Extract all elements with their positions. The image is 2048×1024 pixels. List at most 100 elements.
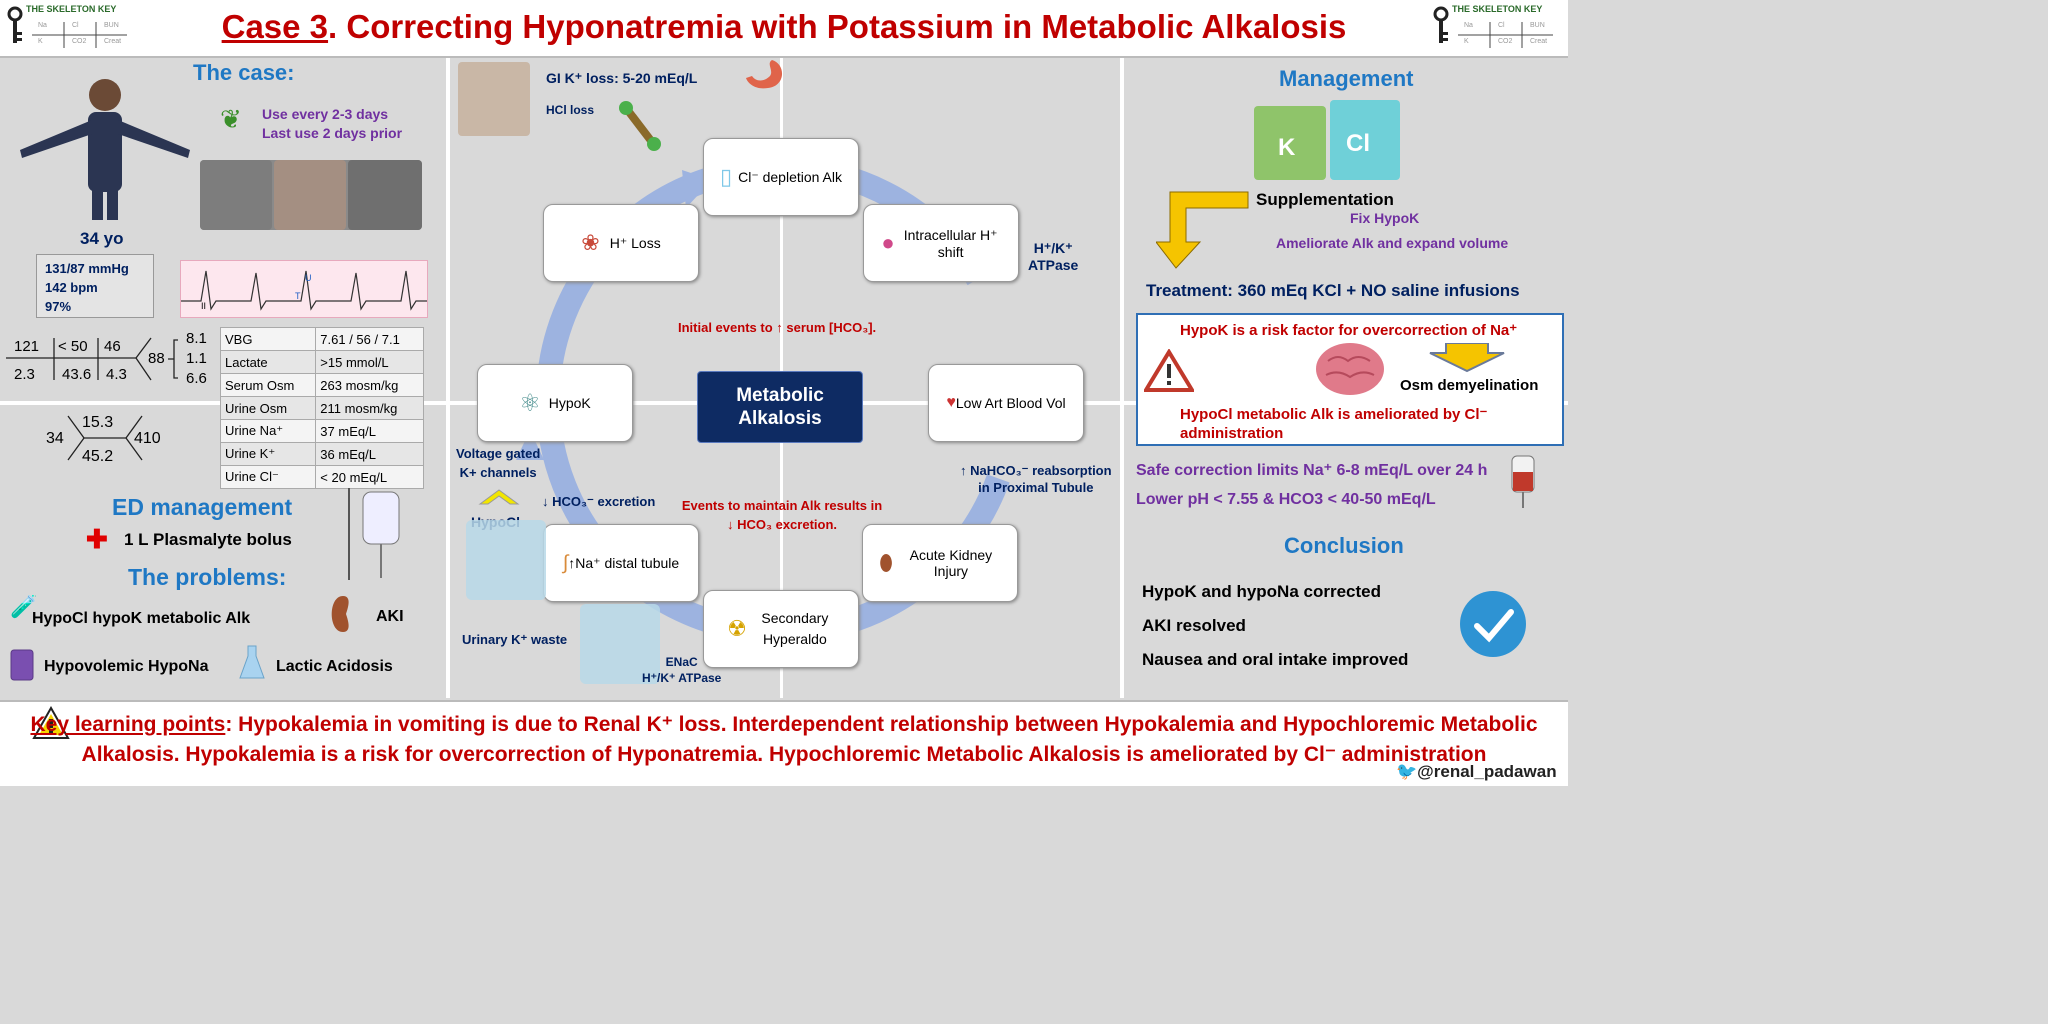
- problem-2: AKI: [376, 608, 404, 625]
- cycle-box-na-distal: ∫↑Na⁺ distal tubule: [543, 524, 699, 602]
- substance-use: Use every 2-3 days Last use 2 days prior: [262, 106, 403, 141]
- bmp-key-grid: [32, 22, 127, 48]
- ed-heading: ED management: [112, 494, 293, 520]
- warning-icon: [1142, 348, 1196, 393]
- maintain-events: Events to maintain Alk results in↓ HCO₃ …: [681, 498, 883, 532]
- twitter-bird-icon: 🐦: [1396, 762, 1418, 781]
- key-learning-points: Key learning points: Hypokalemia in vomi…: [0, 700, 1568, 786]
- problems-heading: The problems:: [128, 564, 287, 590]
- chlorine-cube: Cl: [1330, 100, 1400, 180]
- chevron-up-icon: [478, 486, 520, 506]
- title-bar: [0, 0, 1568, 58]
- supplementation: Supplementation: [1256, 190, 1394, 209]
- bmp-glucose: 88: [148, 350, 165, 367]
- table-row: Urine Cl⁻< 20 mEq/L: [219, 465, 424, 489]
- hco3-excretion: ↓ HCO₃⁻ excretion: [542, 494, 656, 509]
- key-icon: [1433, 6, 1449, 43]
- safe-correction: Safe correction limits Na⁺ 6-8 mEq/L ove…: [1136, 462, 1488, 479]
- conclusion-heading: Conclusion: [1284, 533, 1404, 558]
- cycle-box-low-art-blood-vol: ♥Low Art Blood Vol: [928, 364, 1084, 442]
- patient-photo: [20, 70, 190, 220]
- key-points-body: : Hypokalemia in vomiting is due to Rena…: [81, 713, 1538, 766]
- tubule-icon: ∫: [562, 551, 569, 574]
- risk-statement: HypoK is a risk factor for overcorrectio…: [1180, 322, 1518, 339]
- cbc-hgb: 15.3: [82, 414, 114, 431]
- vitals-box: 131/87 mmHg 142 bpm 97%: [36, 254, 154, 318]
- hcl-loss: HCl loss: [546, 103, 595, 117]
- molecule-icon: [612, 98, 668, 154]
- bmp-extra-1: 8.1: [186, 330, 207, 347]
- beaker-icon: [8, 648, 36, 682]
- case-heading: The case:: [193, 60, 295, 85]
- bmp-fishbone: 121 < 50 46 2.3 43.6 4.3 88 8.1 1.1 6.6: [6, 330, 216, 390]
- atom-icon: ⚛: [519, 389, 541, 417]
- cbc-wbc: 34: [46, 430, 64, 447]
- test-tube-icon: 🧪: [10, 594, 38, 619]
- key-points-label: Key learning points: [30, 713, 226, 736]
- cycle-box-cl-depletion: ▯Cl⁻ depletion Alk: [703, 138, 859, 216]
- blood-bag-icon: [1508, 452, 1538, 510]
- ameliorate-alk: Ameliorate Alk and expand volume: [1276, 235, 1509, 251]
- skeleton-key-logo-right: THE SKELETON KEY Na Cl BUN K CO2 Creat: [1430, 2, 1560, 52]
- flask-icon: [238, 644, 266, 680]
- osm-demyelination: Osm demyelination: [1400, 377, 1539, 394]
- skeleton-key-logo-left: THE SKELETON KEY Na Cl BUN K CO2 Creat: [4, 2, 134, 52]
- title-rest: . Correcting Hyponatremia with Potassium…: [328, 8, 1347, 45]
- bent-arrow-icon: [1154, 190, 1250, 270]
- patient-age: 34 yo: [80, 229, 124, 248]
- checkmark-icon: [1459, 590, 1527, 658]
- kidney-icon: [326, 594, 360, 634]
- bmp-extra-2: 1.1: [186, 350, 207, 367]
- brain-icon: [1314, 341, 1386, 401]
- intestine-icon: ❀: [581, 230, 600, 255]
- conclusion-1: HypoK and hypoNa corrected: [1142, 582, 1381, 601]
- cbc-fishbone: 15.3 34 410 45.2: [40, 408, 170, 472]
- cycle-box-hypok: ⚛HypoK: [477, 364, 633, 442]
- initial-events: Initial events to ↑ serum [HCO₃].: [678, 320, 877, 335]
- bmp-bun: 46: [104, 338, 121, 355]
- problem-4: Lactic Acidosis: [276, 658, 393, 675]
- potassium-cube: K: [1254, 106, 1326, 180]
- treatment: Treatment: 360 mEq KCl + NO saline infus…: [1146, 281, 1520, 300]
- warning-icon: [32, 705, 70, 740]
- cbc-plt: 410: [134, 430, 161, 447]
- bmp-co2: 43.6: [62, 366, 92, 383]
- cycle-box-h-loss: ❀H⁺ Loss: [543, 204, 699, 282]
- cup-icon: ▯: [719, 164, 733, 189]
- channel-illustration: [580, 604, 660, 684]
- radiation-icon: ☢: [727, 616, 747, 641]
- red-cross-icon: ✚: [86, 524, 108, 554]
- down-arrow-icon: [1428, 342, 1506, 373]
- vomiting-patient-photo: [458, 62, 530, 136]
- bmp-creat: 4.3: [106, 366, 127, 383]
- channel-illustration: [466, 520, 546, 600]
- heart-icon: ♥: [946, 394, 956, 411]
- table-row: Lactate>15 mmol/L: [219, 350, 424, 374]
- twitter-handle[interactable]: 🐦@renal_padawan: [1396, 762, 1557, 781]
- table-row: Urine K⁺36 mEq/L: [219, 442, 424, 466]
- key-icon: [7, 6, 23, 43]
- hypocl-ameliorated: HypoCl metabolic Alk is ameliorated by C…: [1180, 406, 1488, 442]
- key-points-text: Key learning points: Hypokalemia in vomi…: [22, 710, 1546, 770]
- bmp-cl: < 50: [58, 338, 88, 355]
- cbc-hct: 45.2: [82, 448, 114, 465]
- conclusion-2: AKI resolved: [1142, 616, 1246, 635]
- page-title: Case 3. Correcting Hyponatremia with Pot…: [0, 8, 1568, 46]
- gi-k-loss: GI K⁺ loss: 5-20 mEq/L: [546, 70, 698, 86]
- ph-target: Lower pH < 7.55 & HCO3 < 40-50 mEq/L: [1136, 491, 1436, 508]
- symptom-photos: [200, 160, 422, 230]
- conclusion-3: Nausea and oral intake improved: [1142, 650, 1409, 669]
- bmp-na: 121: [14, 338, 40, 355]
- stomach-icon: [742, 58, 786, 92]
- cycle-box-hyperaldo: ☢Secondary Hyperaldo: [703, 590, 859, 668]
- iv-bag-icon: [345, 488, 415, 580]
- heart-rate: 142 bpm: [45, 280, 98, 295]
